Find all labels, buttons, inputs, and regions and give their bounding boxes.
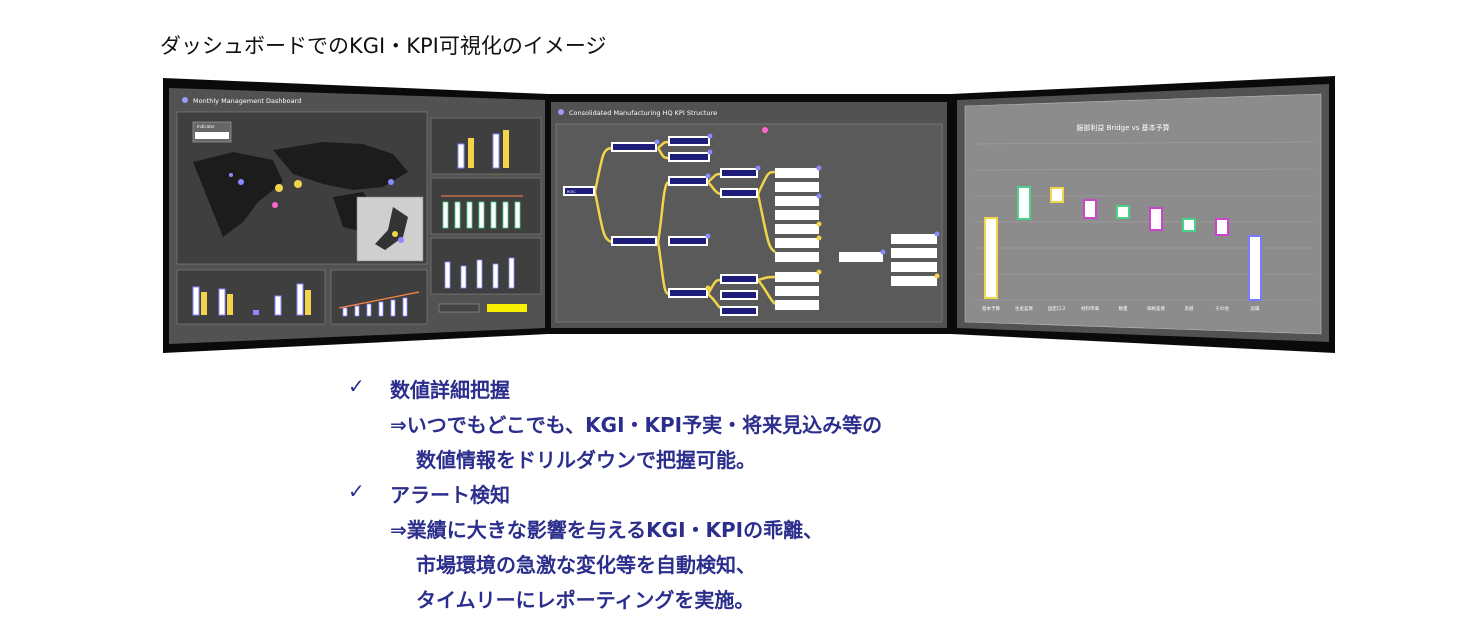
- bridge-bar-6: [1182, 218, 1196, 232]
- bridge-bar-4: [1116, 205, 1130, 219]
- bridge-label-6: 為替: [1185, 305, 1194, 312]
- bridge-bar-5: [1149, 207, 1163, 231]
- bridge-label-4: 数量: [1119, 305, 1128, 312]
- bridge-bar-7: [1215, 218, 1229, 236]
- bridge-chart-title: 服部利益 Bridge vs 基本予算: [1076, 123, 1169, 132]
- bridge-label-0: 基本予算: [982, 305, 1000, 312]
- bullet-text: 数値情報をドリルダウンで把握可能。: [416, 448, 756, 472]
- bullet-text: ⇒業績に大きな影響を与えるKGI・KPIの乖離、: [390, 518, 824, 542]
- bullet-heading-drilldown: 数値詳細把握: [390, 378, 510, 402]
- bridge-label-2: 固定ロス: [1048, 305, 1066, 312]
- bridge-label-1: 生産差異: [1015, 305, 1033, 312]
- svg-text:ROIC: ROIC: [567, 190, 576, 194]
- bridge-label-8: 実績: [1251, 305, 1260, 312]
- panel1-title: Monthly Management Dashboard: [193, 97, 301, 105]
- check-icon: ✓: [348, 374, 365, 398]
- kpi-structure-panel: Consolidated Manufacturing HQ KPI Struct…: [551, 102, 947, 328]
- profit-bridge-panel: 服部利益 Bridge vs 基本予算 基本予算 生産差異 固定ロス 材料単価 …: [957, 84, 1329, 342]
- bridge-bar-2: [1050, 187, 1064, 203]
- page-title: ダッシュボードでのKGI・KPI可視化のイメージ: [160, 34, 607, 58]
- bridge-label-7: その他: [1215, 305, 1229, 312]
- bullet-heading-alert: アラート検知: [390, 483, 510, 507]
- svg-text:Indicator: Indicator: [197, 124, 215, 129]
- bullet-text: 市場環境の急激な変化等を自動検知、: [416, 553, 756, 577]
- bridge-bar-0: [984, 217, 998, 299]
- dashboard-screens-image: Monthly Management Dashboard Indicator: [163, 76, 1335, 353]
- svg-text:Consolidated Manufacturing HQ: Consolidated Manufacturing HQ KPI Struct…: [569, 109, 717, 117]
- bridge-label-5: 価格差異: [1147, 305, 1165, 312]
- check-icon: ✓: [348, 479, 365, 503]
- bridge-label-3: 材料単価: [1081, 305, 1099, 312]
- bullet-text: タイムリーにレポーティングを実施。: [416, 588, 755, 612]
- bullet-text: ⇒いつでもどこでも、KGI・KPI予実・将来見込み等の: [390, 413, 883, 437]
- monthly-dashboard-panel: Monthly Management Dashboard Indicator: [169, 88, 545, 344]
- bridge-bar-3: [1083, 199, 1097, 219]
- bridge-bar-1: [1017, 186, 1031, 220]
- bridge-bar-8: [1248, 235, 1262, 301]
